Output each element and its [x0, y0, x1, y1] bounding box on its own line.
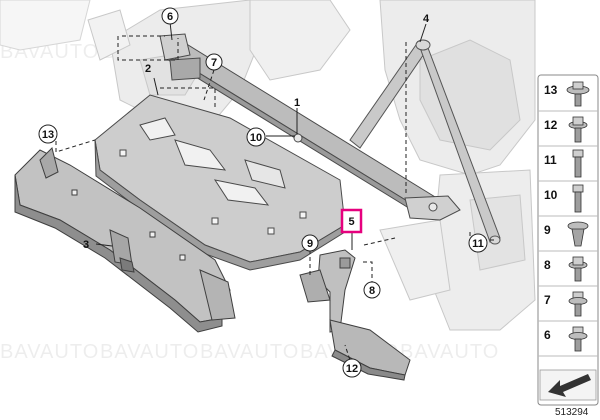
legend-label: 10	[544, 188, 558, 202]
callout-2-label: 2	[145, 63, 151, 75]
bolt-long-icon	[572, 184, 584, 213]
callout-7-label: 7	[211, 57, 217, 69]
legend-label: 13	[544, 83, 558, 97]
watermark-text: BAVAUTO	[200, 341, 299, 363]
screw-washer-icon	[568, 291, 588, 317]
legend-label: 11	[544, 153, 557, 167]
callout-3-label: 3	[83, 239, 89, 251]
callout-11-label: 11	[472, 238, 484, 250]
callout-8: 8	[363, 281, 381, 299]
legend-label: 12	[544, 118, 558, 132]
legend-item-13: 13	[544, 81, 590, 107]
callout-9-label: 9	[307, 238, 313, 250]
callout-1: 1	[294, 97, 300, 109]
legend-item-8: 8	[544, 256, 588, 282]
legend-item-9: 9	[544, 221, 589, 247]
callout-3: 3	[83, 239, 89, 251]
callout-5: 5	[340, 208, 363, 234]
legend-label: 9	[544, 223, 551, 237]
callout-4-label: 4	[423, 13, 430, 25]
legend-label: 8	[544, 258, 551, 272]
callout-group: 6 7 2 1 4 10 13 3 5 9	[38, 7, 488, 378]
screw-washer-large-icon	[566, 81, 590, 107]
watermark-text: BAVAUTO	[0, 341, 99, 363]
callout-4: 4	[423, 13, 430, 25]
legend-item-6: 6	[544, 326, 588, 352]
callout-12-label: 12	[346, 363, 358, 375]
fastener-legend: 13 12 11 10	[537, 74, 599, 406]
lock-bracket-part	[299, 249, 411, 381]
callout-1-label: 1	[294, 97, 300, 109]
legend-label: 6	[544, 328, 551, 342]
callout-13: 13	[38, 124, 58, 144]
callout-2: 2	[145, 63, 151, 75]
watermark-text: BAVAUTO	[400, 341, 499, 363]
arrow-down-left-icon	[539, 369, 597, 401]
bumper-carrier-part	[14, 147, 236, 333]
callout-10-label: 10	[250, 132, 262, 144]
callout-6: 6	[161, 7, 179, 25]
screw-washer-icon	[568, 326, 588, 352]
highlight-box	[340, 208, 363, 234]
callout-12: 12	[342, 358, 362, 378]
legend-label: 7	[544, 293, 551, 307]
watermark-text: BAVAUTO	[100, 341, 199, 363]
legend-item-11: 11	[544, 149, 584, 178]
callout-9: 9	[301, 234, 319, 252]
longitudinal-bar-part	[159, 33, 461, 221]
callout-10: 10	[246, 127, 266, 147]
callout-13-label: 13	[42, 129, 54, 141]
expanding-rivet-icon	[567, 221, 589, 247]
drawing-reference-number: 513294	[555, 407, 589, 418]
screw-flange-icon	[568, 256, 588, 282]
legend-item-12: 12	[544, 116, 588, 143]
diagonal-strut-part	[349, 39, 501, 245]
car-body-background	[0, 0, 536, 331]
callout-6-label: 6	[167, 11, 173, 23]
callout-8-label: 8	[369, 285, 375, 297]
callout-5-label: 5	[348, 216, 354, 228]
legend-item-7: 7	[544, 291, 588, 317]
legend-item-10: 10	[544, 184, 584, 213]
callout-7: 7	[205, 53, 223, 71]
callout-11: 11	[468, 233, 488, 253]
screw-flange-icon	[568, 116, 588, 143]
bolt-long-icon	[572, 149, 584, 178]
